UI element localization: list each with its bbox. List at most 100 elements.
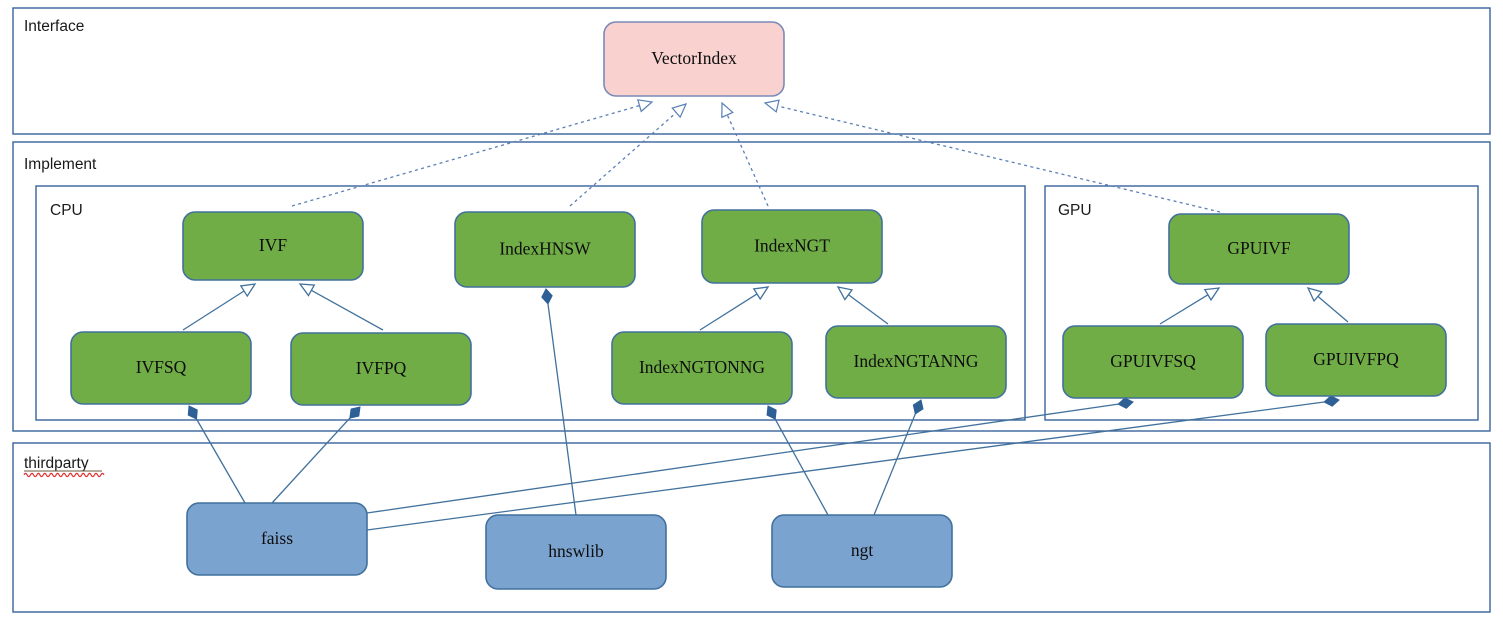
composition-diamond-icon xyxy=(1117,397,1134,409)
node-box-indexngtanng[interactable] xyxy=(825,325,1007,399)
composition-diamond-icon xyxy=(1323,395,1340,407)
edge-line xyxy=(1159,294,1209,325)
node-box-vectorindex[interactable] xyxy=(603,21,785,97)
edge-line xyxy=(366,401,1325,531)
container-label-thirdparty: thirdparty xyxy=(24,455,89,472)
node-label-ivfpq: IVFPQ xyxy=(356,358,407,378)
edge-line xyxy=(311,289,384,331)
edge-ivfsq-composes-faiss xyxy=(187,405,246,504)
composition-diamond-icon xyxy=(349,406,361,419)
node-box-indexngtonng[interactable] xyxy=(611,331,793,405)
node-box-ivfsq[interactable] xyxy=(70,331,252,405)
node-ivfpq[interactable]: IVFPQ xyxy=(290,332,472,406)
node-vectorindex[interactable]: VectorIndex xyxy=(603,21,785,97)
node-label-gpuivfpq: GPUIVFPQ xyxy=(1313,349,1399,369)
node-label-indexngtanng: IndexNGTANNG xyxy=(854,351,979,371)
realization-triangle-icon xyxy=(721,101,734,119)
node-indexngtanng[interactable]: IndexNGTANNG xyxy=(825,325,1007,399)
generalization-triangle-icon xyxy=(239,283,257,298)
edge-indexhnsw-composes-hnswlib xyxy=(541,288,577,516)
node-label-gpuivfsq: GPUIVFSQ xyxy=(1110,351,1196,371)
node-label-faiss: faiss xyxy=(261,528,293,548)
edge-indexngt-realizes-vectorindex xyxy=(721,101,769,207)
edge-ivfsq-extends-ivf xyxy=(182,283,257,331)
node-hnswlib[interactable]: hnswlib xyxy=(485,514,667,590)
generalization-triangle-icon xyxy=(836,286,854,301)
node-box-ivf[interactable] xyxy=(182,211,364,281)
generalization-triangle-icon xyxy=(752,286,770,301)
edge-ivf-realizes-vectorindex xyxy=(291,99,654,207)
node-gpuivf[interactable]: GPUIVF xyxy=(1168,213,1350,285)
generalization-triangle-icon xyxy=(1306,286,1323,303)
edge-line xyxy=(699,293,758,331)
generalization-triangle-icon xyxy=(1203,287,1221,302)
composition-diamond-icon xyxy=(912,399,924,415)
edge-ivfpq-composes-faiss xyxy=(271,406,361,504)
node-box-gpuivfpq[interactable] xyxy=(1265,323,1447,397)
edge-gpuivfsq-composes-faiss xyxy=(366,397,1134,514)
edge-indexngtonng-extends-indexngt xyxy=(699,286,770,331)
edge-line xyxy=(547,303,577,516)
realization-triangle-icon xyxy=(671,103,688,119)
node-box-faiss[interactable] xyxy=(186,502,368,576)
edge-gpuivf-realizes-vectorindex xyxy=(763,99,1221,213)
node-ngt[interactable]: ngt xyxy=(771,514,953,588)
container-label-interface: Interface xyxy=(24,18,84,35)
node-box-indexhnsw[interactable] xyxy=(454,211,636,288)
edge-ivfpq-extends-ivf xyxy=(298,283,384,331)
realization-triangle-icon xyxy=(763,99,780,113)
node-indexngt[interactable]: IndexNGT xyxy=(701,209,883,284)
edge-line xyxy=(873,413,916,516)
edge-line xyxy=(182,290,245,331)
edge-line xyxy=(848,294,889,325)
node-ivf[interactable]: IVF xyxy=(182,211,364,281)
edge-line xyxy=(271,417,351,504)
node-box-ngt[interactable] xyxy=(771,514,953,588)
node-label-indexhnsw: IndexHNSW xyxy=(499,239,591,259)
composition-diamond-icon xyxy=(766,405,777,420)
node-label-ivfsq: IVFSQ xyxy=(136,357,187,377)
edge-line xyxy=(291,104,640,207)
node-gpuivfsq[interactable]: GPUIVFSQ xyxy=(1062,325,1244,399)
edges-layer xyxy=(182,99,1349,531)
node-label-gpuivf: GPUIVF xyxy=(1227,238,1290,258)
edge-gpuivfpq-composes-faiss xyxy=(366,395,1340,531)
node-box-gpuivfsq[interactable] xyxy=(1062,325,1244,399)
node-box-indexngt[interactable] xyxy=(701,209,883,284)
generalization-triangle-icon xyxy=(298,283,316,297)
node-label-ngt: ngt xyxy=(851,540,874,560)
node-box-ivfpq[interactable] xyxy=(290,332,472,406)
composition-diamond-icon xyxy=(187,405,198,420)
spellcheck-underline-icon xyxy=(23,472,105,478)
node-indexngtonng[interactable]: IndexNGTONNG xyxy=(611,331,793,405)
node-indexhnsw[interactable]: IndexHNSW xyxy=(454,211,636,288)
node-box-hnswlib[interactable] xyxy=(485,514,667,590)
edge-gpuivfpq-extends-gpuivf xyxy=(1306,286,1349,323)
edge-line xyxy=(777,105,1221,213)
node-ivfsq[interactable]: IVFSQ xyxy=(70,331,252,405)
edge-indexngtonng-composes-ngt xyxy=(766,405,829,516)
composition-diamond-icon xyxy=(541,288,553,305)
node-label-hnswlib: hnswlib xyxy=(548,541,604,561)
realization-triangle-icon xyxy=(637,99,654,113)
edge-indexhnsw-realizes-vectorindex xyxy=(569,103,688,207)
edge-indexngtanng-extends-indexngt xyxy=(836,286,889,325)
node-box-gpuivf[interactable] xyxy=(1168,213,1350,285)
container-label-implement: Implement xyxy=(24,156,97,173)
node-label-indexngtonng: IndexNGTONNG xyxy=(639,357,765,377)
node-gpuivfpq[interactable]: GPUIVFPQ xyxy=(1265,323,1447,397)
node-label-ivf: IVF xyxy=(259,235,287,255)
edge-line xyxy=(569,112,677,207)
container-label-gpu: GPU xyxy=(1058,202,1092,219)
edge-gpuivfsq-extends-gpuivf xyxy=(1159,287,1221,325)
edge-line xyxy=(195,418,246,504)
edge-line xyxy=(774,418,829,516)
container-label-cpu: CPU xyxy=(50,202,83,219)
node-faiss[interactable]: faiss xyxy=(186,502,368,576)
edge-line xyxy=(1317,295,1349,323)
node-label-indexngt: IndexNGT xyxy=(754,236,830,256)
node-label-vectorindex: VectorIndex xyxy=(651,48,737,68)
